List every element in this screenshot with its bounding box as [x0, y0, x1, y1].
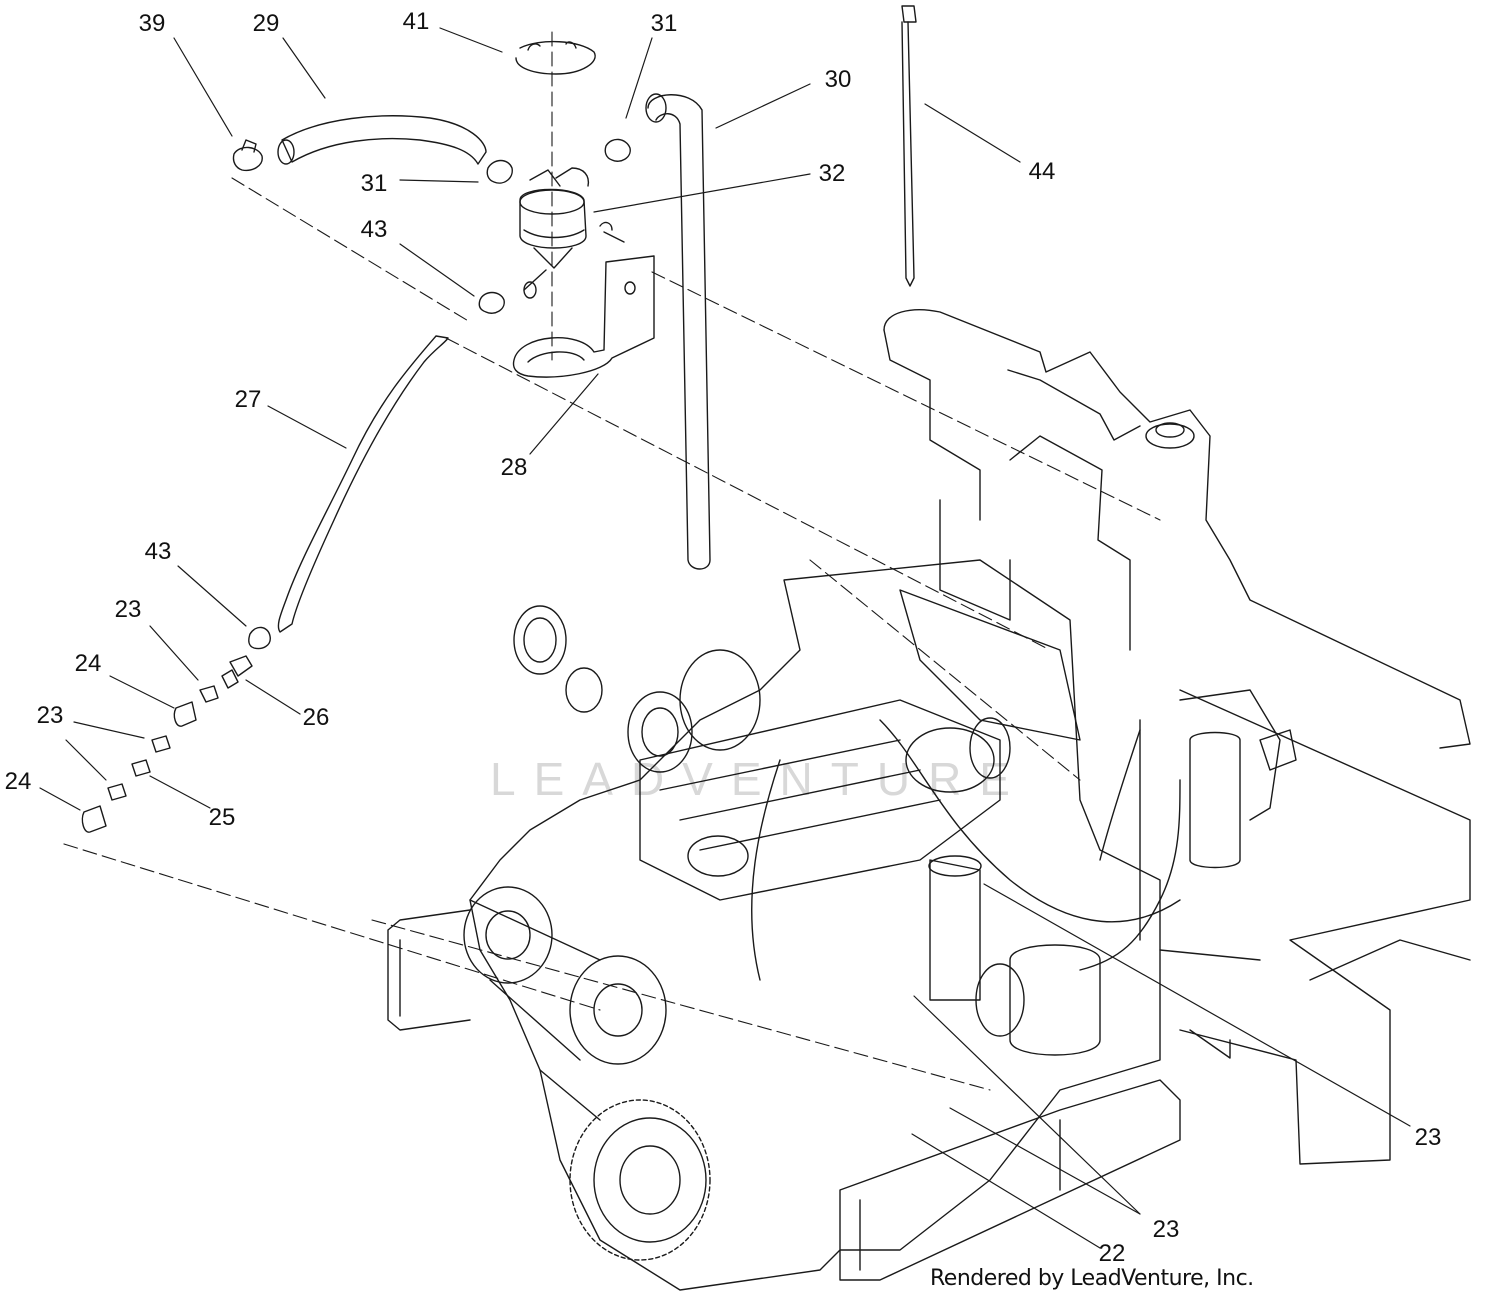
part-39-clamp	[232, 139, 263, 172]
callout-24-b: 24	[4, 768, 32, 795]
assembly-lines	[63, 31, 1161, 1091]
front-rail	[387, 909, 1181, 1281]
part-31-clamp-right	[604, 138, 631, 162]
callout-44: 44	[1028, 158, 1056, 185]
engine	[463, 559, 1181, 1291]
callout-23-b: 23	[36, 702, 64, 729]
callout-28: 28	[500, 454, 528, 481]
part-43-clamp-upper	[478, 291, 505, 314]
part-27-hose	[277, 335, 449, 633]
callout-24-a: 24	[74, 650, 102, 677]
callout-26: 26	[302, 704, 330, 731]
leader-lines	[39, 27, 1411, 1249]
callout-43-left: 43	[144, 538, 172, 565]
callout-39: 39	[138, 10, 166, 37]
callout-23-a: 23	[114, 596, 142, 623]
callout-32: 32	[818, 160, 846, 187]
callout-27: 27	[234, 386, 262, 413]
callout-23-e: 23	[1152, 1216, 1180, 1243]
callout-25: 25	[208, 804, 236, 831]
part-29-hose	[277, 115, 487, 165]
render-credit: Rendered by LeadVenture, Inc.	[930, 1266, 1254, 1291]
part-31-clamp-left	[486, 159, 513, 184]
frame	[883, 309, 1471, 1165]
callout-22: 22	[1098, 1240, 1126, 1267]
callout-30: 30	[824, 66, 852, 93]
callout-23-d: 23	[1414, 1124, 1442, 1151]
part-41-retainer	[515, 40, 596, 75]
part-30-tube	[645, 93, 711, 570]
callout-31-top: 31	[650, 10, 678, 37]
callout-31-mid: 31	[360, 170, 388, 197]
callout-43-top: 43	[360, 216, 388, 243]
callout-41: 41	[402, 8, 430, 35]
part-44-cable-tie	[901, 5, 917, 287]
fitting-chain	[81, 626, 271, 833]
callout-29: 29	[252, 10, 280, 37]
watermark: LEADVENTURE	[490, 753, 1028, 805]
part-32-breather	[519, 167, 590, 299]
part-28-bracket	[512, 221, 655, 378]
